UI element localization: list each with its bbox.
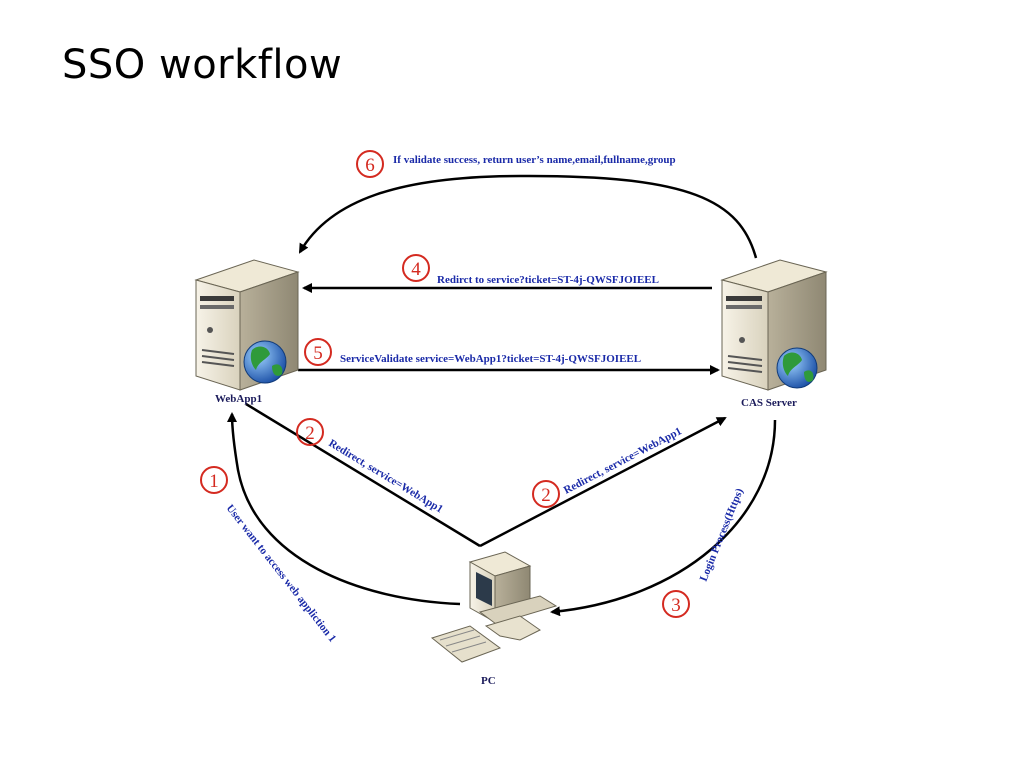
- step-5-marker: [304, 338, 332, 366]
- desktop-computer-icon: [430, 551, 558, 663]
- step-4-marker: [402, 254, 430, 282]
- webapp-globe-icon: [243, 340, 287, 384]
- step-5-number: 5: [313, 343, 323, 364]
- arrow-step-6: [298, 174, 758, 259]
- pc-label: PC: [481, 675, 496, 687]
- step-2b-label: Redirect, service=WebApp1: [562, 425, 684, 496]
- arrow-step-2b: [479, 416, 727, 548]
- step-2a-number: 2: [305, 423, 315, 444]
- arrow-step-1: [227, 412, 461, 606]
- arrow-step-2a: [245, 402, 481, 548]
- cas-server-label: CAS Server: [741, 397, 797, 409]
- step-2b-marker: [532, 480, 560, 508]
- step-3-label: Login Process(Https): [698, 486, 746, 583]
- step-2a-label: Redirect, service=WebApp1: [326, 437, 445, 515]
- step-6-number: 6: [365, 155, 375, 176]
- step-6-label: If validate success, return user’s name,…: [393, 154, 676, 166]
- step-5-label: ServiceValidate service=WebApp1?ticket=S…: [340, 353, 641, 365]
- step-2b-number: 2: [541, 485, 551, 506]
- arrow-step-3: [550, 419, 777, 617]
- slide-title: SSO workflow: [62, 42, 343, 88]
- step-3-marker: [662, 590, 690, 618]
- step-1-number: 1: [209, 471, 219, 492]
- step-2a-marker: [296, 418, 324, 446]
- step-6-marker: [356, 150, 384, 178]
- step-3-number: 3: [671, 595, 681, 616]
- cas-globe-icon: [776, 347, 818, 389]
- step-4-number: 4: [411, 259, 421, 280]
- step-4-label: Redirct to service?ticket=ST-4j-QWSFJOIE…: [437, 274, 659, 286]
- step-1-label: User want to access web appliction 1: [224, 502, 339, 644]
- webapp-label: WebApp1: [215, 393, 262, 405]
- step-1-marker: [200, 466, 228, 494]
